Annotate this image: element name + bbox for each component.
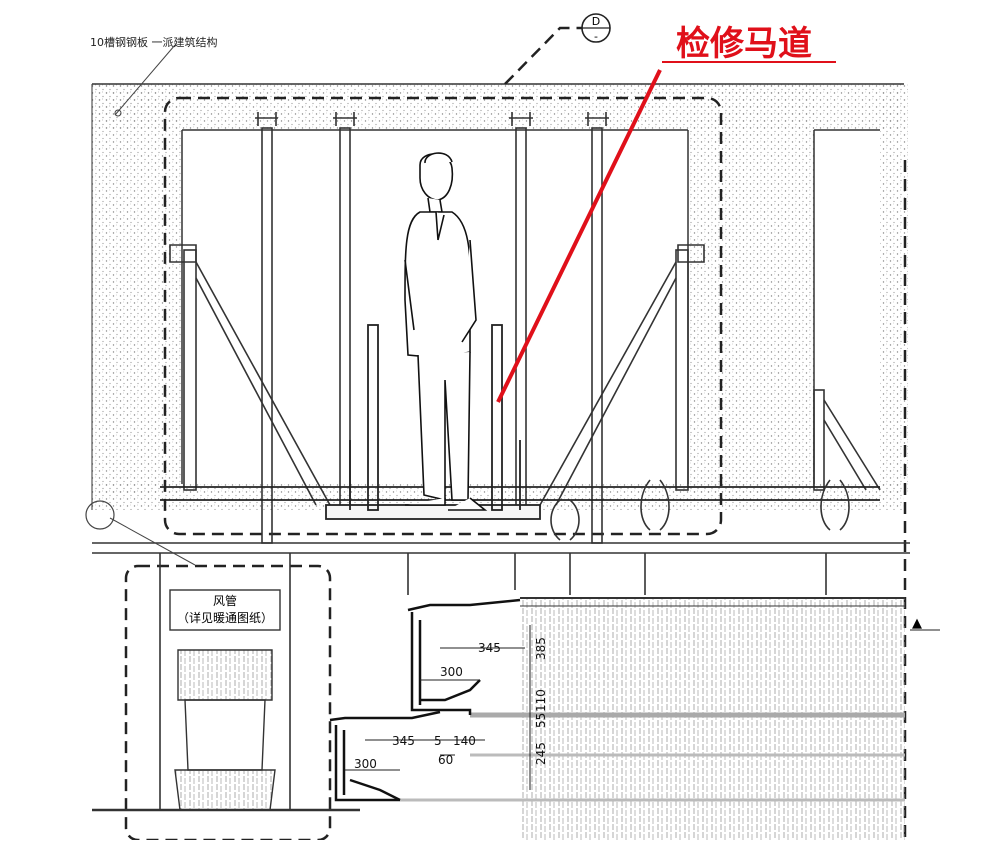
section-marker-top: D [592,15,600,28]
dim-110: 110 [534,689,548,712]
structure-note: 10槽钢钢板 一派建筑结构 [90,35,218,49]
dimension-labels: 345 300 385 110 55 245 345 5 140 60 300 [354,637,548,771]
dim-60: 60 [438,753,453,767]
dim-140: 140 [453,734,476,748]
dimension-lines [345,625,531,790]
level-marker: ▲ [912,616,922,631]
maintenance-walkway-callout: 检修马道 [496,24,836,403]
stepped-soffit [329,598,521,802]
walkway-platform [160,324,880,520]
duct-subtitle: （详见暖通图纸） [177,610,273,625]
duct-title: 风管 [213,593,237,608]
beam-and-clamps [92,479,910,810]
detail-marker-left [85,500,115,530]
dim-5: 5 [434,734,442,748]
dim-345-lower: 345 [392,734,415,748]
note-leader [114,44,176,116]
section-marker-bottom: - [594,30,598,43]
dim-345-upper: 345 [478,641,501,655]
air-duct [92,589,360,812]
callout-label: 检修马道 [676,24,812,64]
dim-55: 55 [534,713,548,728]
walkway-bracing [169,244,881,506]
dim-245: 245 [534,742,548,765]
callout-leader [496,69,662,403]
person-figure-icon [404,152,488,511]
dim-300-lower: 300 [354,757,377,771]
section-marker: D - [581,13,611,43]
ceiling-panels [400,597,905,840]
dim-300-upper: 300 [440,665,463,679]
walkway-room-right [814,130,880,484]
dim-385: 385 [534,637,548,660]
